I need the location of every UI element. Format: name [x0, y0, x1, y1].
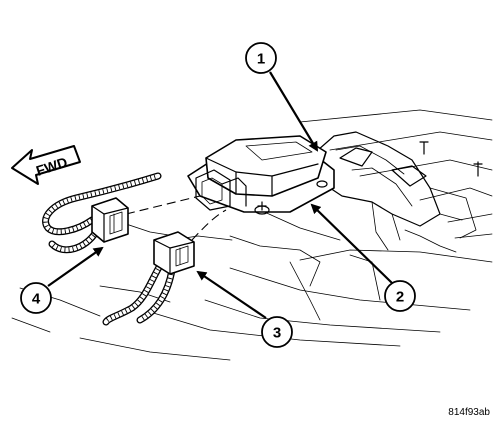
fwd-label: FWD	[34, 154, 69, 179]
callout-2: 2	[384, 280, 416, 312]
harness-connector-4	[42, 172, 162, 254]
callout-3-number: 3	[273, 325, 281, 342]
figure-id: 814f93ab	[448, 407, 490, 418]
callout-leaders	[47, 71, 393, 319]
callout-1-number: 1	[257, 51, 265, 68]
callout-2-number: 2	[396, 289, 404, 306]
connector-alignment-lines	[125, 195, 227, 241]
callout-3: 3	[261, 316, 293, 348]
callout-4-number: 4	[32, 291, 41, 308]
airbag-control-module	[187, 135, 335, 215]
callout-1: 1	[245, 42, 277, 74]
harness-connector-3	[102, 231, 195, 326]
forward-direction-arrow: FWD	[11, 145, 81, 185]
callout-4: 4	[20, 282, 52, 314]
